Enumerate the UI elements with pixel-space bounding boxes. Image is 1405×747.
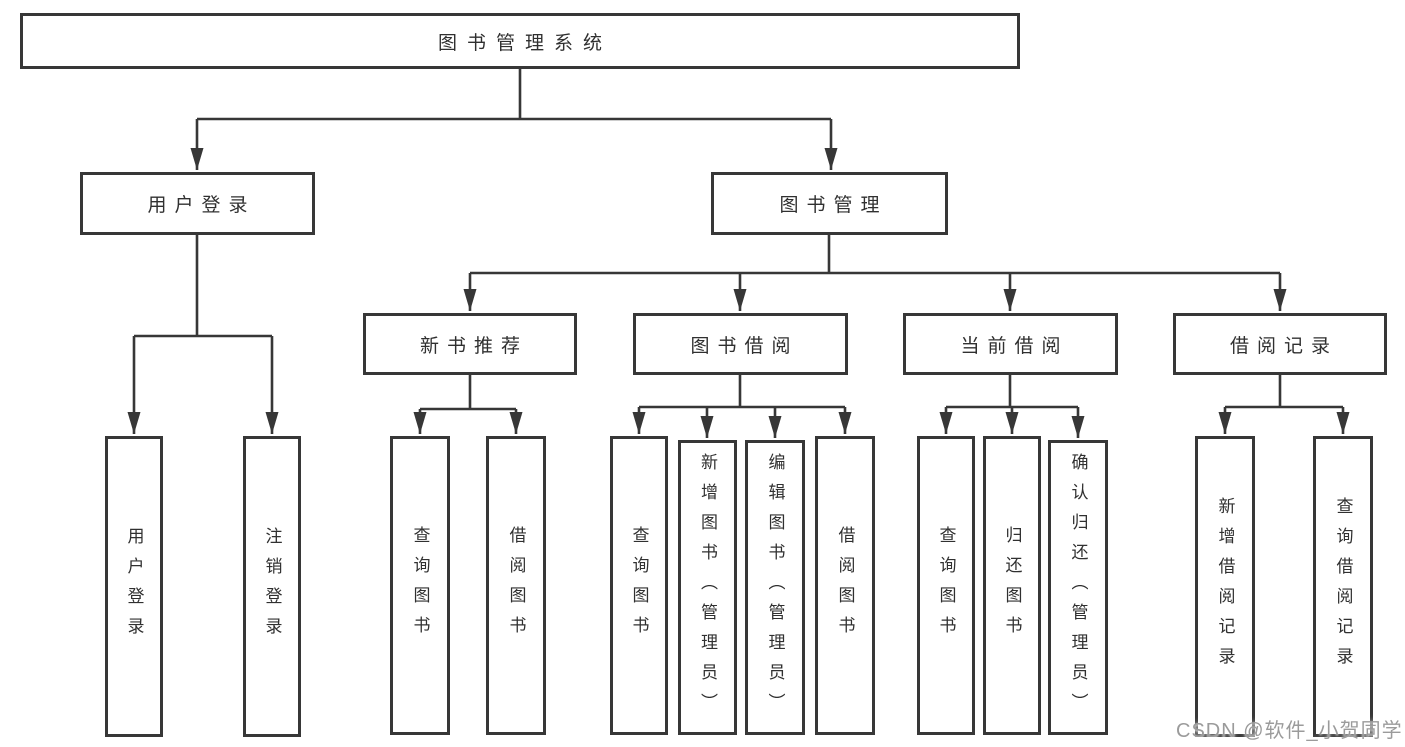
leaf-borrow-books: 借阅图书 [815,436,875,735]
node-book-management: 图书管理 [711,172,948,235]
leaf-edit-books-admin: 编辑图书（管理员） [745,440,805,735]
leaf-confirm-return-admin: 确认归还（管理员） [1048,440,1108,735]
leaf-add-books-admin: 新增图书（管理员） [678,440,737,735]
leaf-query-borrow-record: 查询借阅记录 [1313,436,1373,737]
leaf-add-borrow-record: 新增借阅记录 [1195,436,1255,737]
node-new-book-recommend: 新书推荐 [363,313,577,375]
csdn-watermark: CSDN @软件_小贺同学 [1176,720,1403,742]
node-user-login: 用户登录 [80,172,315,235]
node-root-library-system: 图书管理系统 [20,13,1020,69]
leaf-user-login: 用户登录 [105,436,163,737]
leaf-query-books-borrow: 查询图书 [610,436,668,735]
node-book-borrow: 图书借阅 [633,313,848,375]
node-current-borrow: 当前借阅 [903,313,1118,375]
leaf-query-books-recommend: 查询图书 [390,436,450,735]
leaf-query-books-current: 查询图书 [917,436,975,735]
node-borrow-record: 借阅记录 [1173,313,1387,375]
leaf-return-books: 归还图书 [983,436,1041,735]
leaf-borrow-books-recommend: 借阅图书 [486,436,546,735]
leaf-logout: 注销登录 [243,436,301,737]
